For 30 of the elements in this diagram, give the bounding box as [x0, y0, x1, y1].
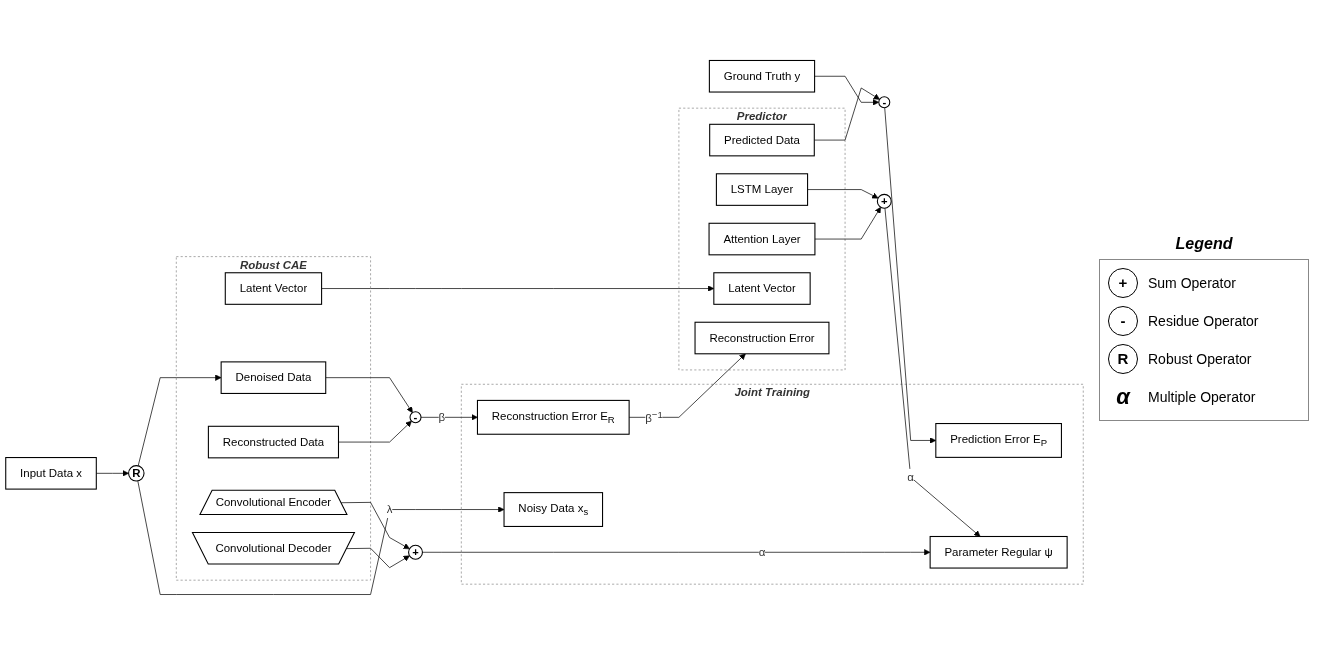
edge-label: α: [758, 545, 766, 559]
node-box: Predicted Data: [709, 123, 815, 157]
node-box: Reconstructed Data: [207, 425, 340, 459]
edge-label: β: [438, 410, 446, 424]
node-box: LSTM Layer: [715, 173, 809, 206]
legend-text: Robust Operator: [1148, 350, 1252, 367]
node-box: Prediction Error E$_{P}$: [935, 423, 1062, 458]
node-circle: R: [128, 465, 145, 482]
node-box: Parameter Regular ψ: [929, 535, 1068, 569]
node-box: Reconstruction Error E$_{R}$: [476, 399, 630, 435]
operator-symbol: α: [1115, 382, 1132, 411]
node-box: Denoised Data: [220, 361, 327, 394]
node-box: Latent Vector: [713, 272, 811, 305]
node-circle: +: [876, 193, 892, 209]
legend-text: Multiple Operator: [1148, 388, 1256, 405]
node-box: Reconstruction Error: [694, 321, 830, 355]
edge-label: β$^{−1}$: [645, 408, 663, 425]
node-box: Input Data x: [5, 457, 97, 490]
node-circle: -: [409, 411, 422, 424]
edge-label: λ: [386, 503, 393, 516]
node-box: Attention Layer: [708, 222, 816, 256]
legend-text: Sum Operator: [1148, 274, 1236, 291]
node-circle: +: [408, 544, 423, 560]
edge-label: α: [907, 470, 914, 483]
node-box: Noisy Data x$_{s}$: [503, 492, 604, 527]
legend-text: Residue Operator: [1148, 312, 1259, 329]
node-box: Latent Vector: [224, 272, 323, 305]
node-box: Ground Truth y: [708, 59, 816, 93]
legend-title: Legend: [1174, 234, 1234, 253]
node-circle: -: [878, 96, 891, 109]
